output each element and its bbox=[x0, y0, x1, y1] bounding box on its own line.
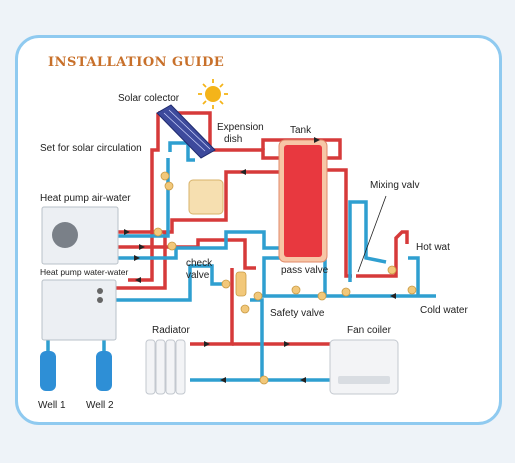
radiator-label: Radiator bbox=[152, 325, 190, 336]
expansion-dish bbox=[188, 179, 224, 215]
heat-pump-air-water-label: Heat pump air-water bbox=[40, 193, 131, 204]
fan-coiler bbox=[329, 339, 399, 395]
valves bbox=[153, 171, 417, 385]
solar-collector-label: Solar colector bbox=[118, 93, 180, 104]
hot-water-label: Hot wat bbox=[416, 242, 450, 253]
solar-collector-panel bbox=[156, 104, 216, 159]
tank-label: Tank bbox=[290, 125, 312, 136]
hot-water-pipes bbox=[116, 111, 409, 346]
safety-valve-label: Safety valve bbox=[270, 308, 325, 319]
mixing-valve-label: Mixing valv bbox=[370, 180, 419, 191]
diagram-title: INSTALLATION GUIDE bbox=[48, 55, 224, 70]
check-valve-label-line1: check bbox=[186, 258, 213, 269]
flow-arrows bbox=[124, 137, 396, 383]
cold-water-label: Cold water bbox=[420, 305, 468, 316]
solar-circulation-label: Set for solar circulation bbox=[40, 143, 142, 154]
radiator bbox=[145, 339, 186, 395]
heat-pump-water-water bbox=[41, 279, 117, 341]
tank bbox=[278, 139, 328, 263]
heat-pump-water-water-label: Heat pump water-water bbox=[40, 267, 129, 277]
well-1-tank bbox=[40, 351, 56, 391]
check-valve-label-line2: valve bbox=[186, 270, 210, 281]
sun-icon bbox=[198, 79, 228, 109]
well-2-label: Well 2 bbox=[86, 400, 114, 411]
expansion-dish-label-line2: dish bbox=[224, 134, 242, 145]
expansion-dish-label-line1: Expension bbox=[217, 122, 264, 133]
fan-coiler-label: Fan coiler bbox=[347, 325, 392, 336]
heat-pump-air-water bbox=[41, 206, 119, 265]
well-1-label: Well 1 bbox=[38, 400, 66, 411]
well-2-tank bbox=[96, 351, 112, 391]
mixing-valve-pointer bbox=[357, 195, 387, 273]
pass-valve-label: pass valve bbox=[281, 265, 329, 276]
